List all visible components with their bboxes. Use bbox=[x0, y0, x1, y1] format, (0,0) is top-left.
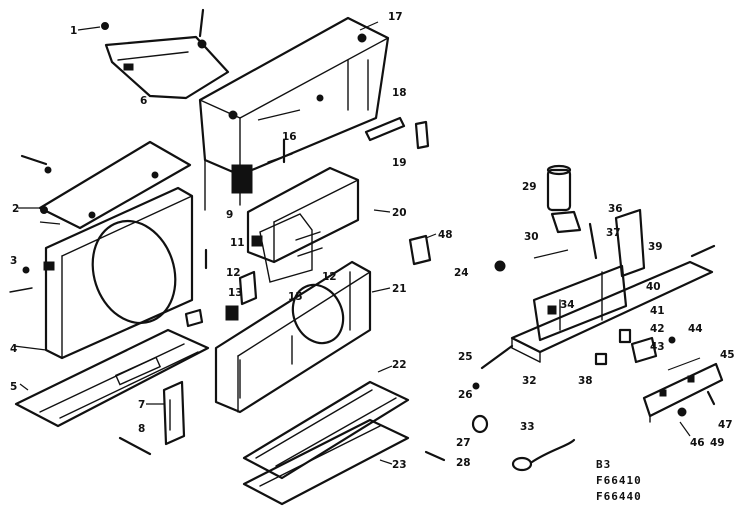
part-number-labels: 1 6 17 18 16 19 2 9 20 11 48 3 12 12 13 … bbox=[10, 11, 735, 471]
label-12b: 12 bbox=[322, 271, 337, 283]
label-47: 47 bbox=[718, 419, 733, 431]
part-base-rail bbox=[14, 328, 210, 428]
label-3: 3 bbox=[10, 255, 17, 267]
label-25: 25 bbox=[458, 351, 473, 363]
label-24: 24 bbox=[454, 267, 469, 279]
part-front-grille bbox=[9, 186, 194, 360]
label-19: 19 bbox=[392, 157, 407, 169]
label-28: 28 bbox=[456, 457, 471, 469]
label-43: 43 bbox=[650, 341, 665, 353]
label-8: 8 bbox=[138, 423, 145, 435]
part-mount-bracket bbox=[408, 234, 432, 266]
label-17: 17 bbox=[388, 11, 403, 23]
part-spring bbox=[494, 222, 598, 272]
part-misc-hardware bbox=[424, 344, 576, 472]
label-27: 27 bbox=[456, 437, 471, 449]
label-23: 23 bbox=[392, 459, 407, 471]
label-20: 20 bbox=[392, 207, 407, 219]
label-13: 13 bbox=[228, 287, 243, 299]
section-code: B3 bbox=[596, 458, 611, 471]
label-44: 44 bbox=[688, 323, 703, 335]
part-top-cover-plate bbox=[77, 8, 230, 100]
label-15: 15 bbox=[288, 291, 303, 303]
label-5: 5 bbox=[10, 381, 17, 393]
model-codes: B3 F66410 F66440 bbox=[596, 458, 642, 503]
label-37: 37 bbox=[606, 227, 621, 239]
part-capacitor bbox=[546, 164, 582, 234]
leader-lines bbox=[18, 21, 701, 465]
part-control-base bbox=[510, 260, 714, 363]
label-32: 32 bbox=[522, 375, 537, 387]
part-bracket-small bbox=[118, 380, 186, 456]
part-fan-shroud bbox=[214, 260, 372, 414]
part-side-bracket bbox=[614, 208, 716, 278]
label-45: 45 bbox=[720, 349, 735, 361]
label-18: 18 bbox=[392, 87, 407, 99]
model-code-2: F66440 bbox=[596, 490, 642, 503]
label-9: 9 bbox=[226, 209, 233, 221]
label-21: 21 bbox=[392, 283, 407, 295]
label-16: 16 bbox=[282, 131, 297, 143]
label-38: 38 bbox=[578, 375, 593, 387]
label-12a: 12 bbox=[226, 267, 241, 279]
part-top-shroud bbox=[198, 16, 390, 211]
label-2: 2 bbox=[12, 203, 19, 215]
label-39: 39 bbox=[648, 241, 663, 253]
label-36: 36 bbox=[608, 203, 623, 215]
part-bottom-pan bbox=[242, 418, 410, 506]
model-code-1: F66410 bbox=[596, 474, 642, 487]
label-22: 22 bbox=[392, 359, 407, 371]
label-7: 7 bbox=[138, 399, 145, 411]
part-rods bbox=[267, 116, 430, 164]
label-33: 33 bbox=[520, 421, 535, 433]
label-49: 49 bbox=[710, 437, 725, 449]
label-11: 11 bbox=[230, 237, 245, 249]
label-42: 42 bbox=[650, 323, 665, 335]
part-clips bbox=[184, 248, 258, 328]
label-41: 41 bbox=[650, 305, 665, 317]
part-knobs bbox=[594, 328, 676, 366]
label-1: 1 bbox=[70, 25, 77, 37]
label-6: 6 bbox=[140, 95, 147, 107]
label-40: 40 bbox=[646, 281, 661, 293]
label-4: 4 bbox=[10, 343, 17, 355]
part-cabinet-top bbox=[20, 140, 192, 230]
label-46: 46 bbox=[690, 437, 705, 449]
label-48: 48 bbox=[438, 229, 453, 241]
label-34: 34 bbox=[560, 299, 575, 311]
part-evaporator-housing bbox=[246, 166, 360, 283]
label-29: 29 bbox=[522, 181, 537, 193]
part-control-panel bbox=[642, 362, 724, 423]
label-26: 26 bbox=[458, 389, 473, 401]
part-drain-pan bbox=[242, 380, 410, 480]
label-30: 30 bbox=[524, 231, 539, 243]
